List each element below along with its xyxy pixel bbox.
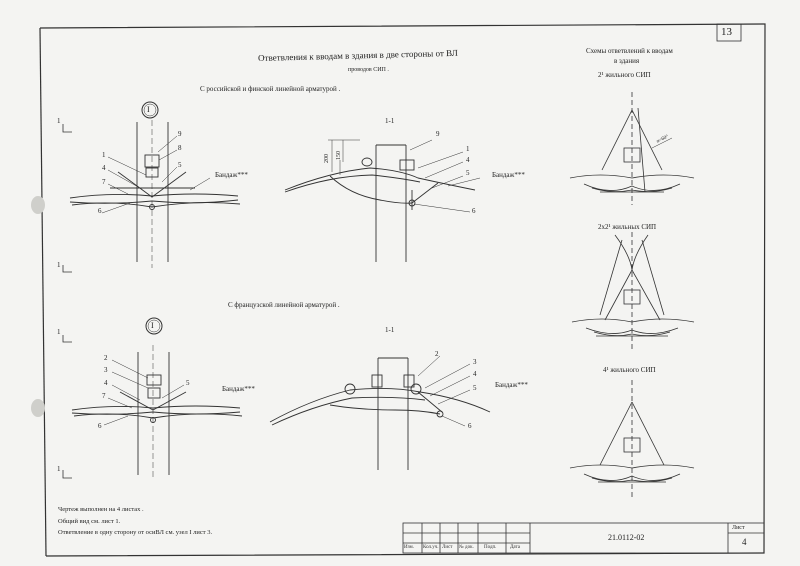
section-russian-finnish: С российской и финской линейной арматуро… [200, 85, 341, 93]
callout: 5 [186, 379, 190, 387]
note-1: Чертеж выполнен на 4 листах . [58, 506, 144, 513]
node-label-bottom: I [151, 321, 154, 330]
bandage-label-3: Бандаж*** [222, 385, 255, 393]
note-2: Общий вид см. лист 1. [58, 518, 121, 525]
callout: 2 [435, 350, 439, 358]
stamp-grid [402, 522, 765, 554]
callout: 5 [466, 169, 470, 177]
scheme-1-label: 2¹ жильного СИП [598, 71, 651, 79]
stamp-col-izm: Изм. [404, 545, 414, 550]
stamp-col-kol: Кол.уч. [423, 545, 439, 550]
bandage-label-2: Бандаж*** [492, 171, 525, 179]
callout: 5 [473, 384, 477, 392]
scheme-1-drawing [569, 92, 695, 205]
callout: 3 [473, 358, 477, 366]
stamp-col-podp: Подп. [484, 545, 497, 550]
callout: 7 [102, 392, 106, 400]
schemes-title-line-2: в здания [614, 57, 640, 65]
callout: 3 [104, 366, 108, 374]
dim-150: 150 [336, 151, 342, 160]
cut-mark-top-upper: 1 [57, 117, 61, 125]
callout: 6 [468, 422, 472, 430]
stamp-sheet-number: 4 [742, 537, 747, 547]
callout: 6 [98, 422, 102, 430]
pole-side-bottom [269, 357, 491, 470]
scheme-3-label: 4¹ жильного СИП [603, 366, 656, 374]
callout: 4 [102, 164, 106, 172]
callout: 4 [104, 379, 108, 387]
callout: 9 [436, 130, 440, 138]
section-label-bottom: 1-1 [385, 326, 395, 334]
pole-front-bottom [71, 345, 243, 478]
schemes-title-line-1: Схемы ответвлений к вводам [586, 47, 673, 55]
scheme-2-drawing [571, 232, 695, 350]
pole-side-top [284, 144, 476, 262]
pole-front-top [69, 120, 241, 268]
callout: 1 [466, 145, 470, 153]
node-label-top: I [147, 105, 150, 114]
callout: 6 [98, 207, 102, 215]
scheme-2-label: 2х2¹ жильных СИП [598, 223, 657, 231]
stamp-code: 21.0112-02 [608, 533, 645, 542]
callout: 7 [102, 178, 106, 186]
note-3: Ответвление в одну сторону от осиВЛ см. … [58, 529, 213, 536]
dim-200: 200 [324, 154, 330, 163]
callout: 1 [102, 151, 106, 159]
section-french: С французской линейной арматурой . [228, 301, 340, 309]
callout: 6 [472, 207, 476, 215]
cut-mark-bottom-lower: 1 [57, 465, 61, 473]
cut-mark-bottom-upper: 1 [57, 328, 61, 336]
callout: 5 [178, 161, 182, 169]
title-line-2: проводов СИП . [348, 67, 389, 73]
stamp-sheet-label: Лист [732, 525, 745, 531]
stamp-col-data: Дата [510, 545, 520, 550]
callout: 8 [178, 144, 182, 152]
callout: 4 [466, 156, 470, 164]
section-label-top: 1-1 [385, 117, 395, 125]
stamp-col-list: Лист [442, 545, 453, 550]
page-number: 13 [721, 26, 732, 38]
cut-mark-top-lower: 1 [57, 261, 61, 269]
bandage-label-4: Бандаж*** [495, 381, 528, 389]
callout: 2 [104, 354, 108, 362]
callout: 9 [178, 130, 182, 138]
bandage-label-1: Бандаж*** [215, 171, 248, 179]
stamp-col-doc: № док. [459, 545, 474, 550]
callout: 4 [473, 370, 477, 378]
scheme-3-drawing [569, 380, 695, 500]
